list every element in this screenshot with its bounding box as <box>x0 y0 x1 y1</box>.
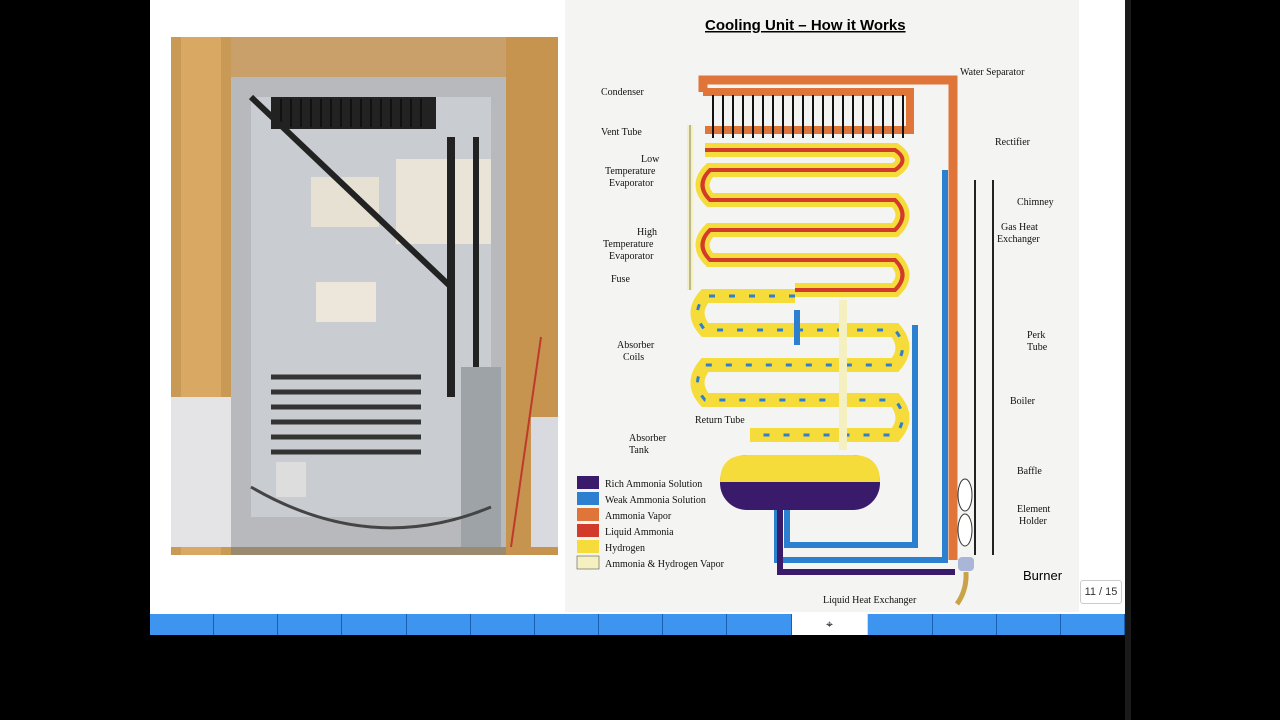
cooling-unit-diagram: Cooling Unit – How it Works <box>565 0 1079 612</box>
slide-segment-7[interactable] <box>534 614 600 635</box>
svg-text:Liquid Ammonia: Liquid Ammonia <box>605 527 674 538</box>
svg-text:Condenser: Condenser <box>601 87 644 98</box>
slide-segment-2[interactable] <box>214 614 279 635</box>
svg-text:Boiler: Boiler <box>1010 396 1036 407</box>
svg-text:Absorber: Absorber <box>629 433 667 444</box>
slide-segment-14[interactable] <box>996 614 1061 635</box>
svg-text:Rectifier: Rectifier <box>995 137 1031 148</box>
svg-text:Temperature: Temperature <box>603 239 654 250</box>
svg-text:Low: Low <box>641 154 660 165</box>
window-edge <box>1125 0 1131 720</box>
svg-text:Perk: Perk <box>1027 330 1045 341</box>
slide-segment-5[interactable] <box>406 614 471 635</box>
svg-text:Rich Ammonia Solution: Rich Ammonia Solution <box>605 479 702 490</box>
slide-segment-8[interactable] <box>599 614 664 635</box>
svg-text:Gas Heat: Gas Heat <box>1001 222 1038 233</box>
svg-text:Element: Element <box>1017 504 1051 515</box>
svg-text:Liquid Heat Exchanger: Liquid Heat Exchanger <box>823 595 917 606</box>
svg-text:Ammonia Vapor: Ammonia Vapor <box>605 511 672 522</box>
svg-text:Ammonia & Hydrogen Vapor: Ammonia & Hydrogen Vapor <box>605 559 725 570</box>
slide-segment-9[interactable] <box>663 614 728 635</box>
svg-text:Return Tube: Return Tube <box>695 415 745 426</box>
slide-segment-3[interactable] <box>278 614 343 635</box>
svg-text:Water Separator: Water Separator <box>960 67 1025 78</box>
svg-text:Hydrogen: Hydrogen <box>605 543 645 554</box>
svg-text:High: High <box>637 227 657 238</box>
slide-segment-15[interactable] <box>1060 614 1125 635</box>
svg-text:Holder: Holder <box>1019 516 1047 527</box>
svg-text:Vent Tube: Vent Tube <box>601 127 642 138</box>
slide-segment-4[interactable] <box>342 614 407 635</box>
svg-text:Evaporator: Evaporator <box>609 178 654 189</box>
svg-text:Evaporator: Evaporator <box>609 251 654 262</box>
slide-progress-bar[interactable]: ⌖ <box>150 614 1125 635</box>
slide-segment-1[interactable] <box>150 614 215 635</box>
svg-text:Baffle: Baffle <box>1017 466 1042 477</box>
slide-segment-10[interactable] <box>727 614 792 635</box>
svg-text:Tank: Tank <box>629 445 649 456</box>
svg-text:Chimney: Chimney <box>1017 197 1054 208</box>
slide-counter: 11 / 15 <box>1080 580 1122 604</box>
svg-text:Fuse: Fuse <box>611 274 630 285</box>
fridge-photo <box>171 37 558 555</box>
slide-segment-13[interactable] <box>932 614 997 635</box>
svg-text:Exchanger: Exchanger <box>997 234 1040 245</box>
svg-text:Weak Ammonia Solution: Weak Ammonia Solution <box>605 495 706 506</box>
svg-text:Burner: Burner <box>1023 568 1063 583</box>
svg-text:Absorber: Absorber <box>617 340 655 351</box>
svg-text:Temperature: Temperature <box>605 166 656 177</box>
slide-segment-6[interactable] <box>470 614 535 635</box>
diagram-legend: Rich Ammonia Solution Weak Ammonia Solut… <box>576 476 725 570</box>
cursor-icon: ⌖ <box>826 617 833 631</box>
slide-segment-11-current[interactable]: ⌖ <box>791 614 869 635</box>
slide-segment-12[interactable] <box>868 614 933 635</box>
svg-text:Tube: Tube <box>1027 342 1048 353</box>
svg-text:Coils: Coils <box>623 352 644 363</box>
diagram-title: Cooling Unit – How it Works <box>705 17 906 34</box>
